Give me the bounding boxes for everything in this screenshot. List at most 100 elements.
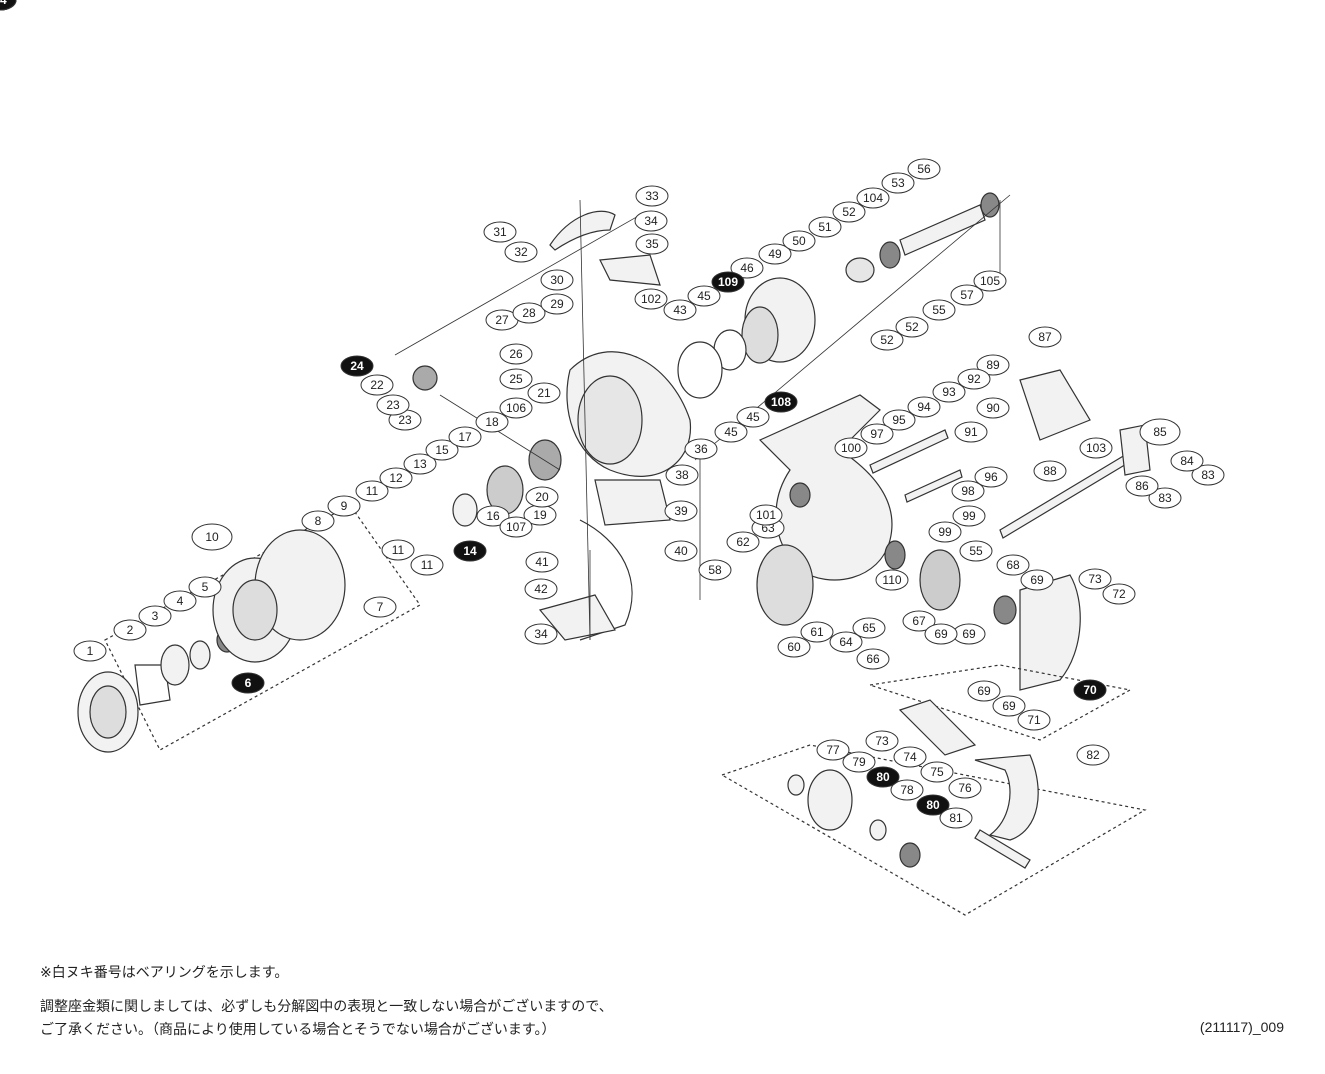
callout-15: 15: [425, 439, 459, 461]
callout-73: 73: [865, 730, 899, 752]
callout-number: 80: [926, 798, 940, 812]
callout-badge: [665, 464, 699, 486]
callout-number: 73: [875, 734, 889, 748]
callout-83: 83: [1191, 464, 1225, 486]
callout-badge: [951, 480, 985, 502]
callout-number: 24: [350, 359, 364, 373]
part-bail-arm: [549, 210, 616, 251]
callout-50: 50: [782, 230, 816, 252]
callout-badge: [634, 210, 668, 232]
callout-badge: [698, 559, 732, 581]
callout-badge: [188, 576, 222, 598]
callout-number: 6: [245, 676, 252, 690]
callout-badge: [924, 623, 958, 645]
callout-number: 109: [718, 275, 738, 289]
callout-number: 83: [1158, 491, 1172, 505]
callout-number: 81: [949, 811, 963, 825]
callout-number: 61: [810, 625, 824, 639]
callout-65: 65: [852, 617, 886, 639]
callout-106: 106: [499, 397, 533, 419]
callout-number: 74: [903, 750, 917, 764]
callout-number: 65: [862, 621, 876, 635]
callout-badge: [890, 779, 924, 801]
callout-badge: [726, 531, 760, 553]
callout-5: 5: [188, 576, 222, 598]
callout-17: 17: [448, 426, 482, 448]
callout-77: 77: [816, 739, 850, 761]
callout-number: 94: [917, 400, 931, 414]
callout-badge: [504, 241, 538, 263]
callout-number: 67: [912, 614, 926, 628]
callout-number: 79: [852, 755, 866, 769]
callout-87: 87: [1028, 326, 1062, 348]
callout-number: 33: [645, 189, 659, 203]
callout-number: 31: [493, 225, 507, 239]
callout-badge: [448, 426, 482, 448]
callout-number: 22: [370, 378, 384, 392]
callout-number: 30: [550, 273, 564, 287]
callout-badge: [425, 439, 459, 461]
callout-number: 106: [506, 401, 526, 415]
callout-badge: [973, 270, 1007, 292]
part-handle-knob: [807, 769, 853, 831]
part-pinion-shaft: [899, 204, 986, 256]
callout-badge: [856, 648, 890, 670]
callout-22: 22: [360, 374, 394, 396]
callout-69: 69: [992, 695, 1026, 717]
part-housing-inner: [741, 306, 779, 364]
callout-3: 3: [138, 605, 172, 627]
callout-number: 58: [708, 563, 722, 577]
callout-number: 11: [392, 543, 405, 557]
callout-82: 82: [1076, 744, 1110, 766]
callout-100: 100: [834, 437, 868, 459]
callout-badge: [1076, 744, 1110, 766]
bearing-callout-badge: [711, 271, 745, 293]
callout-badge: [512, 302, 546, 324]
callout-badge: [948, 777, 982, 799]
callout-43: 43: [663, 299, 697, 321]
part-bearing: [787, 774, 805, 796]
callout-number: 69: [1030, 573, 1044, 587]
callout-49: 49: [758, 243, 792, 265]
callout-number: 69: [934, 627, 948, 641]
callout-badge: [163, 590, 197, 612]
bearing-callout-badge: [340, 355, 374, 377]
callout-badge: [895, 316, 929, 338]
bearing-note: ※白ヌキ番号はベアリングを示します。: [40, 965, 289, 981]
callout-number: 16: [486, 509, 500, 523]
callout-badge: [1017, 709, 1051, 731]
callout-number: 42: [534, 582, 548, 596]
callout-number: 69: [1002, 699, 1016, 713]
callout-badge: [635, 185, 669, 207]
callout-36: 36: [684, 438, 718, 460]
callout-number: 76: [958, 781, 972, 795]
callout-badge: [976, 397, 1010, 419]
callout-number: 88: [1043, 464, 1057, 478]
callout-number: 56: [917, 162, 931, 176]
callout-number: 20: [535, 490, 549, 504]
callout-52: 52: [895, 316, 929, 338]
callout-number: 39: [674, 504, 688, 518]
callout-number: 52: [905, 320, 919, 334]
callout-badge: [1020, 569, 1054, 591]
callout-badge: [525, 551, 559, 573]
callout-62: 62: [726, 531, 760, 553]
callout-39: 39: [664, 500, 698, 522]
bearing-callout-badge: [1073, 679, 1107, 701]
callout-110: 110: [875, 569, 909, 591]
callout-badge: [996, 554, 1030, 576]
callout-number: 40: [674, 544, 688, 558]
callout-badge: [664, 540, 698, 562]
callout-number: 19: [533, 508, 547, 522]
callout-badge: [499, 343, 533, 365]
callout-32: 32: [504, 241, 538, 263]
callout-number: 3: [152, 609, 159, 623]
callout-badge: [736, 406, 770, 428]
callout-badge: [663, 299, 697, 321]
callout-badge: [865, 730, 899, 752]
part-bearing: [869, 819, 887, 841]
callout-107: 107: [499, 516, 533, 538]
callout-layer: 1234567891011111112131415161718192021222…: [0, 0, 1225, 829]
callout-38: 38: [665, 464, 699, 486]
callout-66: 66: [856, 648, 890, 670]
